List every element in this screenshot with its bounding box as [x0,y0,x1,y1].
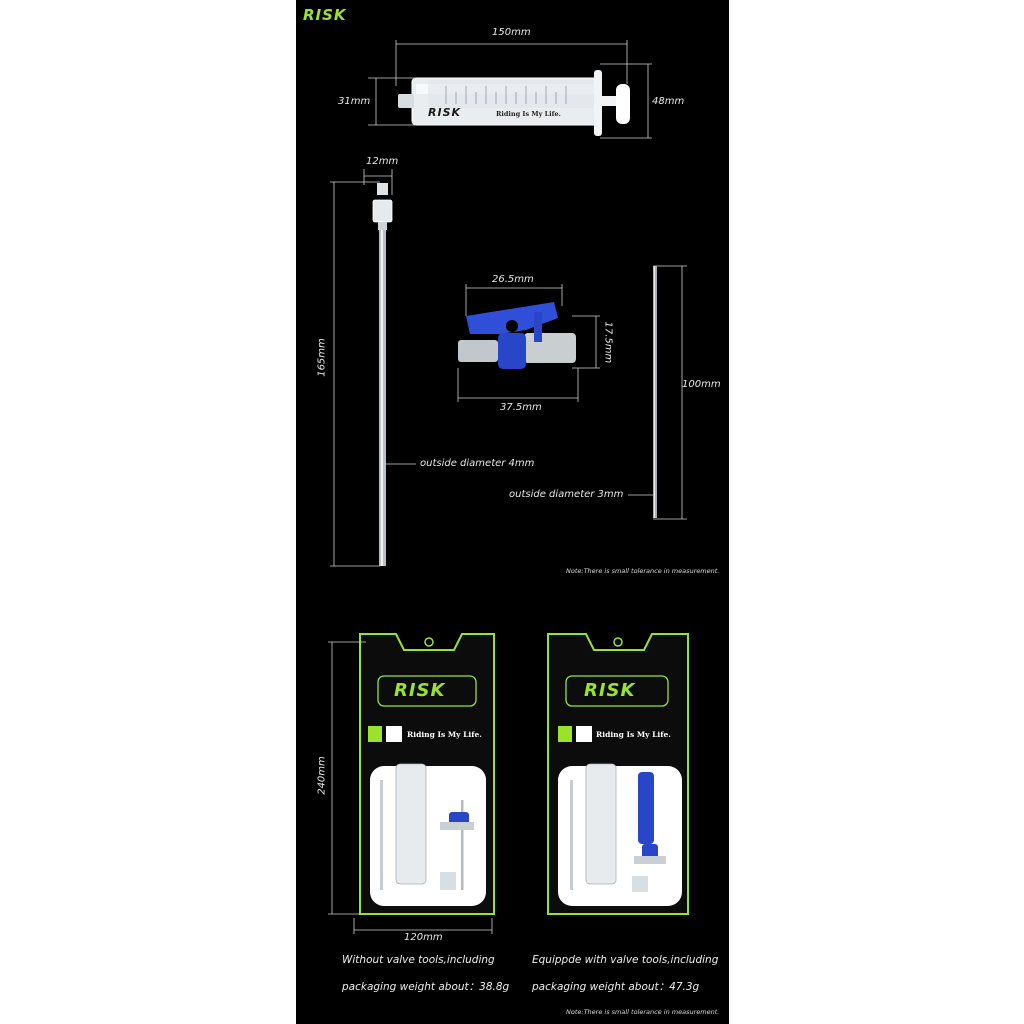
valve-width-label: 26.5mm [492,274,534,285]
right-package-slogan: Riding Is My Life. [596,730,671,739]
bag-package-right [547,633,689,915]
brand-logo: RISK [303,6,347,24]
syringe-brand-print: RISK [428,106,462,119]
syringe-flange-label: 48mm [652,96,685,107]
left-package-logo: RISK [394,680,446,701]
syringe-dimension-lines [368,40,652,139]
tube-length-label: 100mm [682,379,721,390]
package-height-label: 240mm [316,756,328,795]
left-package-caption-line2: packaging weight about：38.8g [342,981,510,993]
needle-top-label: 12mm [366,156,399,167]
tube-dimension-lines [628,265,687,520]
tube-icon [653,266,657,518]
right-package-caption-line2: packaging weight about：47.3g [532,981,700,993]
tolerance-note-bottom: Note:There is small tolerance in measure… [566,1008,720,1016]
valve-dimension-lines [457,284,600,402]
package-dimension-lines [328,641,493,934]
syringe-length-label: 150mm [492,27,531,38]
valve-height-label: 17.5mm [602,321,614,364]
valve-length-label: 37.5mm [500,402,542,413]
product-drawings [328,40,689,934]
syringe-icon [398,70,630,136]
syringe-diameter-label: 31mm [338,96,371,107]
three-way-valve-icon [458,302,576,369]
needle-icon [372,183,393,566]
right-package-logo: RISK [584,680,636,701]
right-package-caption-line1: Equippde with valve tools,including [532,954,719,966]
needle-dimension-lines [330,169,416,567]
syringe-slogan-print: Riding Is My Life. [496,110,561,118]
tolerance-note-top: Note:There is small tolerance in measure… [566,567,720,575]
tube-outer-label: outside diameter 3mm [509,489,624,500]
needle-length-label: 165mm [316,338,328,377]
product-image-panel: RISK [296,0,729,1024]
needle-outer-label: outside diameter 4mm [420,458,535,469]
bag-package-left [359,633,495,915]
left-package-caption-line1: Without valve tools,including [342,954,495,966]
package-width-label: 120mm [404,932,443,943]
left-package-slogan: Riding Is My Life. [407,730,482,739]
